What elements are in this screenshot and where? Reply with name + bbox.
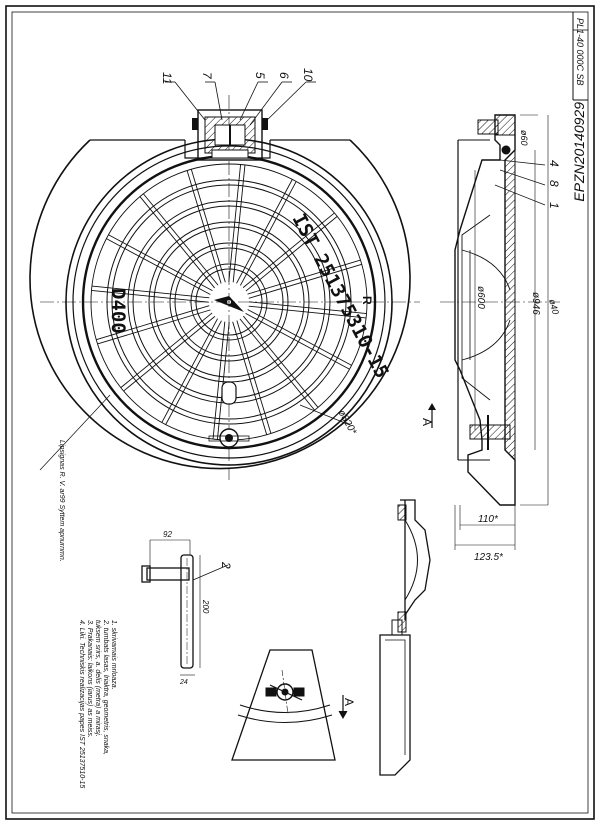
callout-leaders xyxy=(165,81,316,126)
radial-rib-line xyxy=(236,320,272,434)
radial-rib-line xyxy=(120,312,213,388)
radial-rib-line xyxy=(236,179,293,284)
radial-rib-line xyxy=(232,321,268,435)
plan-view xyxy=(29,95,420,480)
radial-rib-line xyxy=(143,193,219,286)
notes-block: 1. skrivamais mrloaza. 2. tumbats lasas,… xyxy=(78,619,117,788)
key-callout-2: 2 xyxy=(219,561,233,569)
note-2: 2. tumbats lasas, lriaktra, geometris, s… xyxy=(102,619,109,755)
drawing-stamp-code: EPZN20140929 xyxy=(571,102,587,202)
radial-rib-line xyxy=(245,313,350,370)
dim-dtop: ø40 xyxy=(547,298,561,316)
dim-d600: ø600 xyxy=(475,286,486,309)
cross-section-view xyxy=(440,114,560,550)
key-dim-200: 200 xyxy=(201,599,210,614)
callout-10: 10 xyxy=(301,68,315,82)
cover-letter-r: R xyxy=(360,296,374,305)
dim-d946: ø946 xyxy=(530,292,541,315)
dim-d60: ø60 xyxy=(519,130,529,146)
callout-7: 7 xyxy=(200,72,214,80)
radial-rib-line xyxy=(247,309,352,366)
radial-rib-line xyxy=(139,196,215,289)
radial-rib-line xyxy=(91,285,210,299)
radial-rib-line xyxy=(96,305,210,341)
lock-detail-view xyxy=(231,649,348,761)
radial-rib-line xyxy=(97,309,211,345)
key-dim-24: 24 xyxy=(179,679,188,686)
section-label-a: A xyxy=(420,418,434,426)
callout-5: 5 xyxy=(253,72,267,79)
note-3: tuksem srirs, a. delis (metra) a mirasj. xyxy=(94,620,101,737)
radial-rib-line xyxy=(108,234,213,291)
radial-rib-line xyxy=(232,164,246,283)
note-5: 4. Liki. Techniskis realizacijas papes I… xyxy=(78,620,85,788)
radial-rib-line xyxy=(248,305,367,319)
radial-rib-line xyxy=(239,318,315,411)
callout-6: 6 xyxy=(277,72,291,79)
radial-rib-line xyxy=(228,164,242,282)
key-tool-drawing xyxy=(141,539,229,676)
partial-section-view xyxy=(379,499,431,776)
section-callout-1: 1 xyxy=(547,202,561,209)
radial-rib-line xyxy=(106,238,211,295)
radial-rib-line xyxy=(190,169,226,283)
section-callout-8: 8 xyxy=(547,180,561,187)
detail-label-a: A xyxy=(342,698,356,706)
cover-class-text: D400 xyxy=(107,288,129,334)
radial-rib-line xyxy=(249,301,367,315)
radial-rib-line xyxy=(91,289,209,303)
note-4: 3. Prakanais: laikons (iarus) as meiss. xyxy=(86,620,93,738)
callout-11: 11 xyxy=(160,72,174,84)
radial-rib-line xyxy=(248,263,362,299)
radial-rib-line xyxy=(186,170,222,284)
radial-rib-line xyxy=(247,259,361,295)
radial-rib-line xyxy=(161,318,218,423)
section-callout-4: 4 xyxy=(547,160,561,167)
dim-110: 110* xyxy=(478,514,499,525)
sheet-reference: PL1-40 000C SB xyxy=(575,18,585,86)
radial-rib-line xyxy=(123,316,216,392)
radial-rib-line xyxy=(240,181,297,286)
radial-rib-line xyxy=(243,315,319,408)
drawing-frame xyxy=(5,5,595,820)
side-note: Lipsignas R. V. ar99 Syttem apnurnmn. xyxy=(58,440,65,562)
radial-rib-line xyxy=(212,321,226,440)
section-marker-a xyxy=(428,403,436,428)
radial-rib-line xyxy=(245,216,338,292)
note-1: 1. skrivamais mrloaza. xyxy=(110,620,117,690)
radial-rib-line xyxy=(165,320,222,425)
radial-rib-line xyxy=(216,322,230,440)
key-dim-92: 92 xyxy=(163,530,172,539)
dim-1235: 123.5* xyxy=(474,552,504,563)
radial-rib-line xyxy=(242,212,335,288)
